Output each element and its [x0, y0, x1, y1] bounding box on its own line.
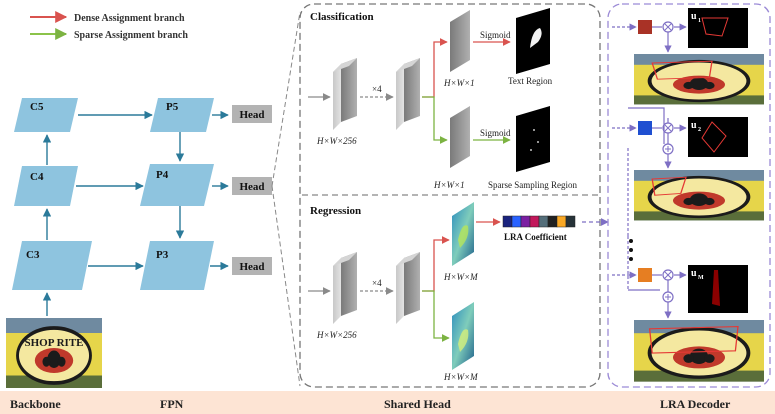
footer-fpn: FPN [160, 397, 184, 411]
cls-feature-blocks [333, 10, 470, 168]
c5-box [14, 98, 78, 132]
lra-coefficient-bar [502, 215, 576, 228]
p5-label: P5 [166, 101, 179, 113]
lra-coefficient-cell [556, 215, 567, 228]
head-label-p4: Head [239, 181, 264, 193]
svg-text:2: 2 [698, 127, 701, 133]
coef-square-2 [638, 121, 652, 135]
p4-box [140, 164, 214, 206]
lra-coefficient-cell [547, 215, 558, 228]
head-label-p3: Head [239, 261, 264, 273]
reg-feat256-label: H×W×256 [316, 330, 357, 340]
text-region-map [516, 8, 550, 74]
head-boxes: Head Head Head [232, 105, 272, 275]
fpn-c-boxes: C5 C4 C3 [12, 98, 92, 290]
decoder-feed [612, 23, 637, 290]
backbone-photo-text: SHOP RITE [25, 337, 84, 349]
svg-text:M: M [698, 275, 704, 281]
lra-coefficient-cell [511, 215, 522, 228]
p5-box [150, 98, 214, 132]
p4-label: P4 [156, 169, 169, 181]
cls-feat256-label: H×W×256 [316, 136, 357, 146]
fpn-arrows [42, 110, 229, 316]
head-box-p5 [232, 105, 272, 123]
zoom-lines [271, 11, 301, 387]
svg-text:u: u [691, 11, 697, 22]
regression-title: Regression [310, 205, 361, 217]
lra-coefficient-cell [502, 215, 513, 228]
decoder-photo-1 [632, 52, 766, 107]
coef-square-1 [638, 20, 652, 34]
lra-coefficient-cell [520, 215, 531, 228]
basis-map-um: u M [688, 265, 748, 313]
cls-arrows [308, 38, 511, 144]
svg-text:u: u [691, 120, 697, 131]
cls-x4-label: ×4 [372, 84, 382, 94]
basis-map-u1: u 1 [688, 8, 748, 48]
lra-coefficient-cell [565, 215, 576, 228]
cls-feat1-top-label: H×W×1 [443, 78, 475, 88]
c5-label: C5 [30, 101, 44, 113]
svg-text:1: 1 [698, 18, 701, 24]
footer-band [0, 391, 775, 414]
cls-feat1-bottom-label: H×W×1 [433, 180, 465, 190]
legend-dense-label: Dense Assignment branch [74, 13, 185, 24]
footer-backbone: Backbone [10, 397, 61, 411]
decoder-photo-2 [632, 168, 766, 223]
backbone-photo [4, 316, 104, 390]
fpn-p-boxes: P5 P4 P3 [140, 98, 214, 290]
classification-title: Classification [310, 11, 374, 23]
svg-text:u: u [691, 268, 697, 279]
legend: Dense Assignment branch Sparse Assignmen… [30, 11, 188, 41]
sparse-region-label: Sparse Sampling Region [488, 180, 577, 190]
decoder-photo-3 [632, 318, 766, 384]
legend-sparse-label: Sparse Assignment branch [74, 30, 188, 41]
coef-square-m [638, 268, 652, 282]
lra-decoder-container [607, 3, 771, 388]
shared-head-container [299, 3, 601, 388]
text-region-label: Text Region [508, 76, 553, 86]
c4-label: C4 [30, 171, 44, 183]
reg-featm-top-label: H×W×M [443, 272, 478, 282]
c3-label: C3 [26, 249, 40, 261]
footer-shared-head: Shared Head [384, 397, 451, 411]
head-label-p5: Head [239, 109, 264, 121]
reg-x4-label: ×4 [372, 278, 382, 288]
reg-feature-blocks [333, 202, 474, 370]
head-box-p4 [232, 177, 272, 195]
reg-featm-bottom-label: H×W×M [443, 372, 478, 382]
footer-lra-decoder: LRA Decoder [660, 397, 731, 411]
head-box-p3 [232, 257, 272, 275]
lra-coefficient-cell [529, 215, 540, 228]
c4-box [14, 166, 78, 206]
basis-map-u2: u 2 [688, 117, 748, 157]
p3-box [140, 241, 214, 290]
reg-arrows [308, 218, 501, 342]
lra-coefficient-cell [538, 215, 549, 228]
sigmoid-bottom-label: Sigmoid [480, 128, 511, 138]
c3-box [12, 241, 92, 290]
sigmoid-top-label: Sigmoid [480, 30, 511, 40]
sparse-sampling-map [516, 106, 550, 172]
decoder-op-glyphs [664, 23, 672, 300]
lra-coefficient-label: LRA Coefficient [504, 232, 567, 242]
decoder-ellipsis [629, 239, 633, 261]
p3-label: P3 [156, 249, 169, 261]
